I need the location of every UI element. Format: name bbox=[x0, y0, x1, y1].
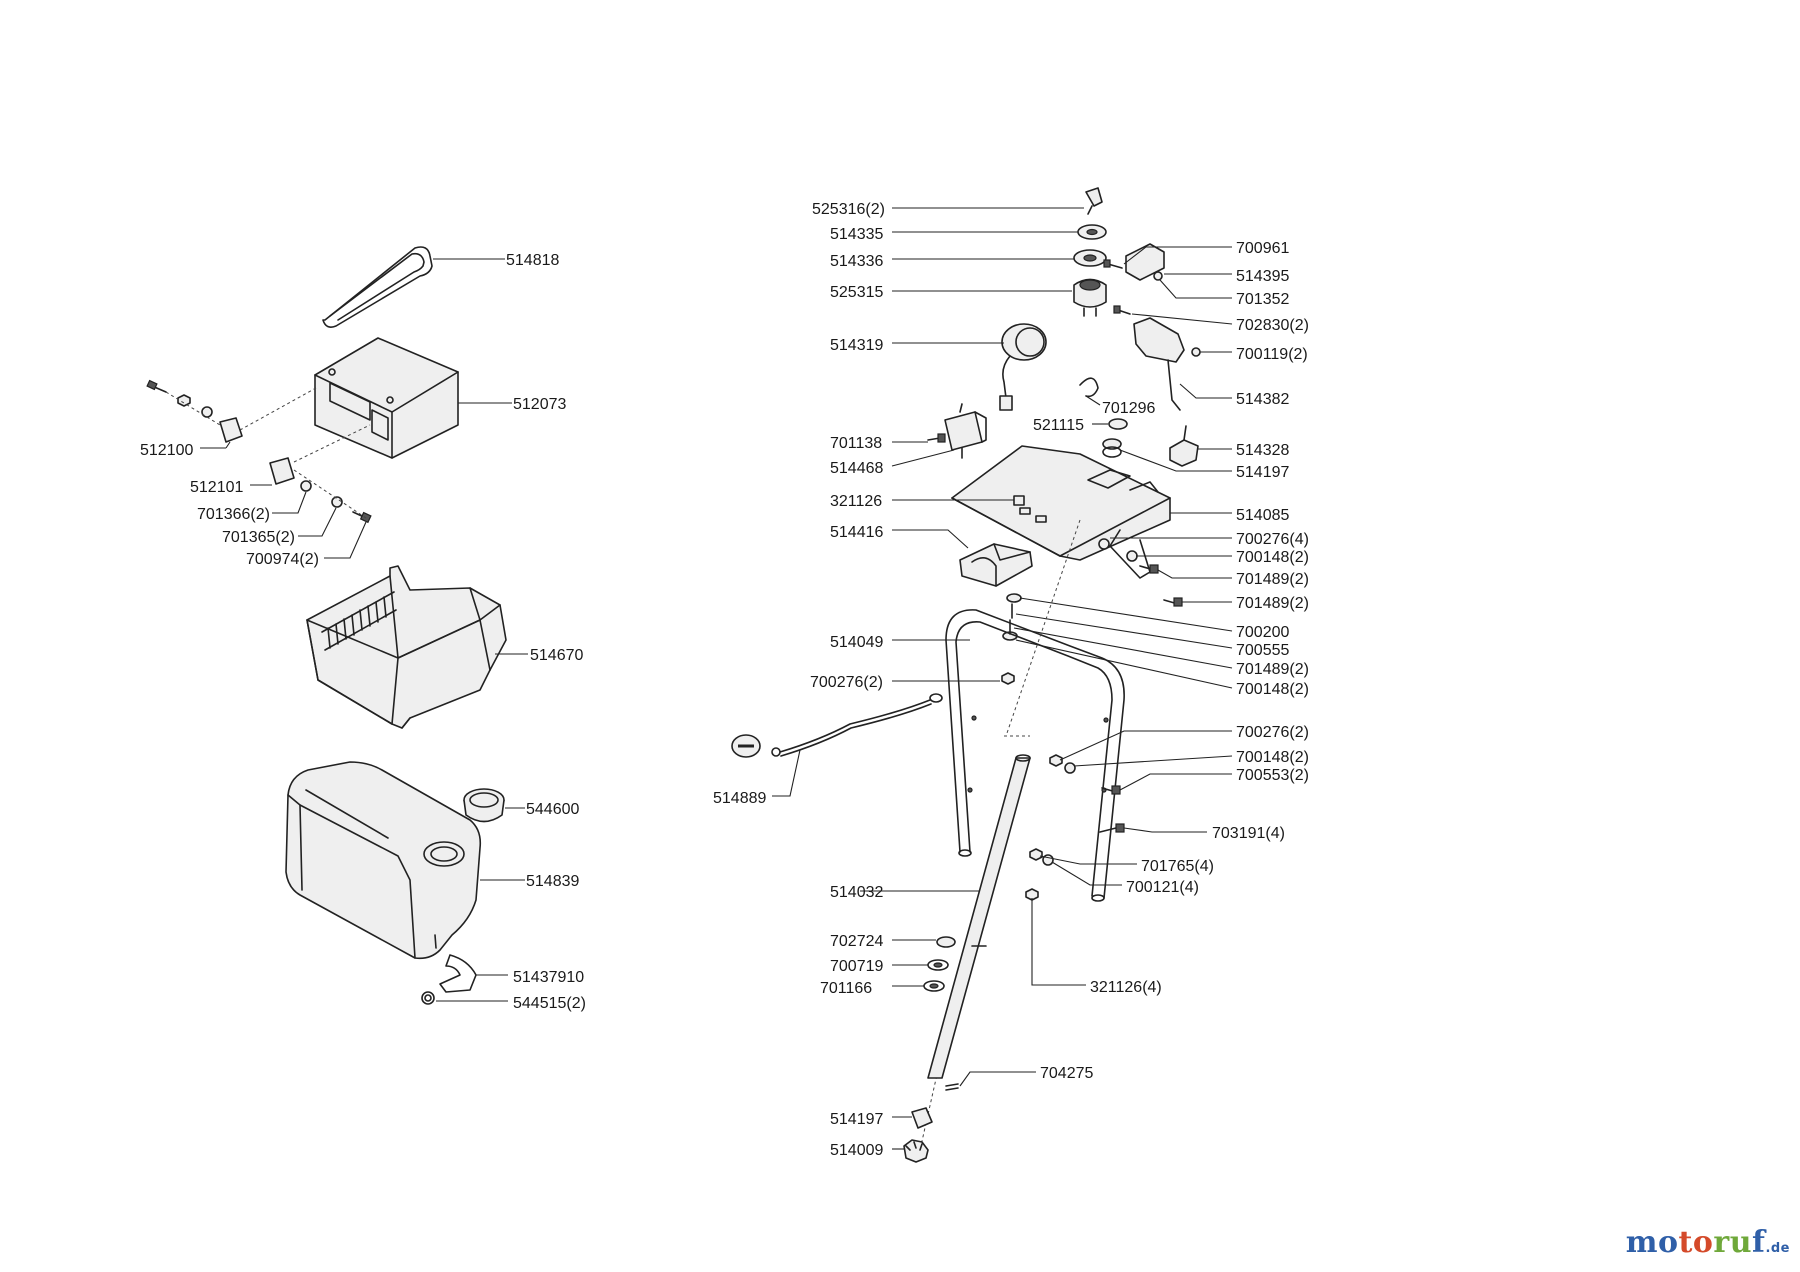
label-514049: 514049 bbox=[830, 634, 883, 651]
steering-shaft-514032 bbox=[927, 754, 1031, 1079]
label-514009: 514009 bbox=[830, 1142, 883, 1159]
label-514085: 514085 bbox=[1236, 507, 1289, 524]
label-514197a: 514197 bbox=[1236, 464, 1289, 481]
label-704275: 704275 bbox=[1040, 1065, 1093, 1082]
label-514889: 514889 bbox=[713, 790, 766, 807]
battery-512073 bbox=[314, 337, 459, 459]
motoruf-logo: motoruf.de bbox=[1625, 1225, 1790, 1260]
label-512073: 512073 bbox=[513, 396, 566, 413]
label-521115: 521115 bbox=[1033, 417, 1084, 434]
gear-514009 bbox=[903, 1139, 929, 1163]
label-514670: 514670 bbox=[530, 647, 583, 664]
console-panel-514085 bbox=[951, 445, 1171, 579]
label-514468: 514468 bbox=[830, 460, 883, 477]
label-514197b: 514197 bbox=[830, 1111, 883, 1128]
label-512101: 512101 bbox=[190, 479, 243, 496]
label-544515: 544515(2) bbox=[513, 995, 586, 1012]
horn-514319 bbox=[999, 323, 1047, 411]
nut-514336 bbox=[1073, 249, 1107, 267]
label-701489c: 701489(2) bbox=[1236, 661, 1309, 678]
label-701489a: 701489(2) bbox=[1236, 571, 1309, 588]
label-700200: 700200 bbox=[1236, 624, 1289, 641]
clip-ring-701296 bbox=[1079, 377, 1099, 398]
label-700148b: 700148(2) bbox=[1236, 681, 1309, 698]
label-700121: 700121(4) bbox=[1126, 879, 1199, 896]
label-514839: 514839 bbox=[526, 873, 579, 890]
battery-terminal-512101 bbox=[269, 424, 372, 524]
label-700276b: 700276(4) bbox=[1236, 531, 1309, 548]
ground-cable-514889 bbox=[731, 693, 943, 758]
label-701365: 701365(2) bbox=[222, 529, 295, 546]
screw-701138 bbox=[927, 433, 946, 443]
label-702724: 702724 bbox=[830, 933, 883, 950]
washer-514335 bbox=[1077, 224, 1107, 240]
label-512100: 512100 bbox=[140, 442, 193, 459]
label-701166: 701166 bbox=[820, 980, 872, 997]
label-701352: 701352 bbox=[1236, 291, 1289, 308]
label-700974: 700974(2) bbox=[246, 551, 319, 568]
label-514818: 514818 bbox=[506, 252, 559, 269]
label-525316: 525316(2) bbox=[812, 201, 885, 218]
label-514416: 514416 bbox=[830, 524, 883, 541]
label-514335: 514335 bbox=[830, 226, 883, 243]
handle-hardware-right bbox=[1025, 754, 1125, 901]
battery-terminal-hardware bbox=[146, 379, 317, 443]
bracket-514416 bbox=[959, 543, 1033, 587]
label-700119: 700119(2) bbox=[1236, 346, 1308, 363]
nut-700276 bbox=[1001, 672, 1015, 685]
key-525316 bbox=[1085, 187, 1103, 215]
battery-strap-514818 bbox=[322, 246, 433, 328]
panel-hardware bbox=[1002, 538, 1183, 641]
label-700555: 700555 bbox=[1236, 642, 1289, 659]
hose-51437910 bbox=[421, 954, 477, 1005]
label-700961: 700961 bbox=[1236, 240, 1289, 257]
label-701138: 701138 bbox=[830, 435, 882, 452]
tank-cap-544600 bbox=[463, 788, 505, 823]
label-700553: 700553(2) bbox=[1236, 767, 1309, 784]
label-701489b: 701489(2) bbox=[1236, 595, 1309, 612]
label-702830: 702830(2) bbox=[1236, 317, 1309, 334]
label-321126b: 321126(4) bbox=[1090, 979, 1162, 996]
label-514032: 514032 bbox=[830, 884, 883, 901]
switch-bracket-514395 bbox=[1103, 243, 1165, 281]
label-321126: 321126 bbox=[830, 493, 882, 510]
label-544600: 544600 bbox=[526, 801, 579, 818]
label-514328: 514328 bbox=[1236, 442, 1289, 459]
water-tank-514839 bbox=[285, 761, 482, 960]
relay-514468 bbox=[944, 403, 987, 459]
label-700276c: 700276(2) bbox=[1236, 724, 1309, 741]
battery-tray-514670 bbox=[306, 565, 507, 729]
washer-700719 bbox=[927, 959, 949, 971]
label-514336: 514336 bbox=[830, 253, 883, 270]
label-700276a: 700276(2) bbox=[810, 674, 883, 691]
label-701765: 701765(4) bbox=[1141, 858, 1214, 875]
label-701296: 701296 bbox=[1102, 400, 1155, 417]
label-514319: 514319 bbox=[830, 337, 883, 354]
washer-702724 bbox=[936, 936, 956, 948]
pin-704275 bbox=[945, 1083, 959, 1091]
label-51437910: 51437910 bbox=[513, 969, 584, 986]
switch-514328 bbox=[1169, 425, 1199, 467]
washer-521115 bbox=[1108, 418, 1128, 430]
label-514382: 514382 bbox=[1236, 391, 1289, 408]
label-514395: 514395 bbox=[1236, 268, 1289, 285]
handlebar-514049 bbox=[945, 609, 1125, 902]
bushing-514197-top bbox=[1102, 438, 1122, 458]
label-701366: 701366(2) bbox=[197, 506, 270, 523]
label-525315: 525315 bbox=[830, 284, 883, 301]
label-703191: 703191(4) bbox=[1212, 825, 1285, 842]
bushing-514197-bottom bbox=[911, 1107, 933, 1129]
label-700148c: 700148(2) bbox=[1236, 749, 1309, 766]
washer-701166 bbox=[923, 980, 945, 992]
label-700148a: 700148(2) bbox=[1236, 549, 1309, 566]
label-700719: 700719 bbox=[830, 958, 883, 975]
ignition-switch-525315 bbox=[1073, 278, 1107, 317]
clip-321126 bbox=[1013, 495, 1025, 506]
throttle-bracket-514382 bbox=[1113, 305, 1201, 411]
